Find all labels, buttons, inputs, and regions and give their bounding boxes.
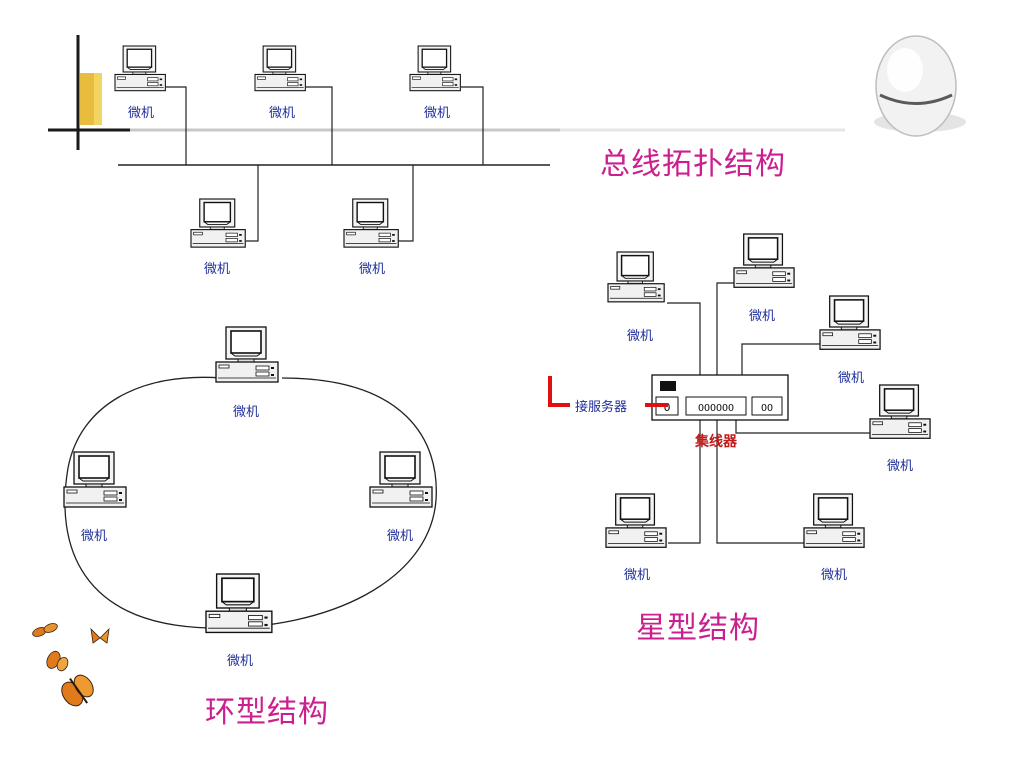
star-pc-label: 微机 [821, 568, 847, 583]
star-pc-right-upper: 微机 [819, 295, 881, 386]
ring-pc-left: 微机 [63, 451, 127, 544]
ring-pc-bottom: 微机 [205, 573, 273, 669]
bus-pc-2: 微机 [254, 45, 307, 121]
ring-pc-label: 微机 [387, 529, 413, 544]
ring-pc-label: 微机 [227, 654, 253, 669]
hub-ports: OOOOOO [698, 403, 734, 414]
butterflies-icon [32, 623, 110, 707]
ring-pc-label: 微机 [233, 405, 259, 420]
hub-port-pair: OO [761, 403, 773, 414]
star-pc-label: 微机 [624, 568, 650, 583]
star-pc-right-lower: 微机 [869, 384, 931, 474]
ring-topology-title: 环型结构 [205, 695, 329, 730]
smiling-egg-icon [874, 35, 966, 137]
hub-label: 集线器 [694, 433, 738, 450]
ring-pc-top: 微机 [215, 326, 279, 420]
gold-corner-bracket-icon [48, 35, 845, 150]
bus-pc-4: 微机 [190, 198, 246, 277]
server-connector: 接服务器 [548, 376, 668, 415]
ring-topology: 微机 微机 微机 微机 环型结构 [63, 326, 437, 730]
bus-pc-1: 微机 [114, 45, 167, 121]
bus-topology: 微机 微机 微机 微机 微机 总线拓扑结构 [114, 45, 786, 277]
star-pc-label: 微机 [838, 371, 864, 386]
ring-pc-label: 微机 [81, 529, 107, 544]
bus-pc-label: 微机 [424, 106, 450, 121]
star-pc-bottom-right: 微机 [803, 493, 865, 583]
server-label: 接服务器 [575, 399, 627, 415]
star-topology-title: 星型结构 [636, 611, 760, 646]
bus-pc-label: 微机 [128, 106, 154, 121]
star-pc-label: 微机 [887, 459, 913, 474]
star-topology: O OOOOOO OO 集线器 接服务器 微机 微机 微机 微机 [548, 233, 931, 646]
star-pc-bottom-left: 微机 [605, 493, 667, 583]
bus-pc-label: 微机 [204, 262, 230, 277]
ring-pc-right: 微机 [369, 451, 433, 544]
bus-pc-label: 微机 [359, 262, 385, 277]
bus-pc-3: 微机 [409, 45, 462, 121]
hub-device: O OOOOOO OO [651, 374, 789, 421]
svg-text:O: O [664, 401, 671, 414]
bus-topology-title: 总线拓扑结构 [600, 147, 786, 182]
star-pc-label: 微机 [627, 329, 653, 344]
star-pc-top-left: 微机 [607, 251, 665, 344]
star-pc-top: 微机 [733, 233, 795, 324]
bus-pc-label: 微机 [269, 106, 295, 121]
star-pc-label: 微机 [749, 309, 775, 324]
bus-pc-5: 微机 [343, 198, 399, 277]
